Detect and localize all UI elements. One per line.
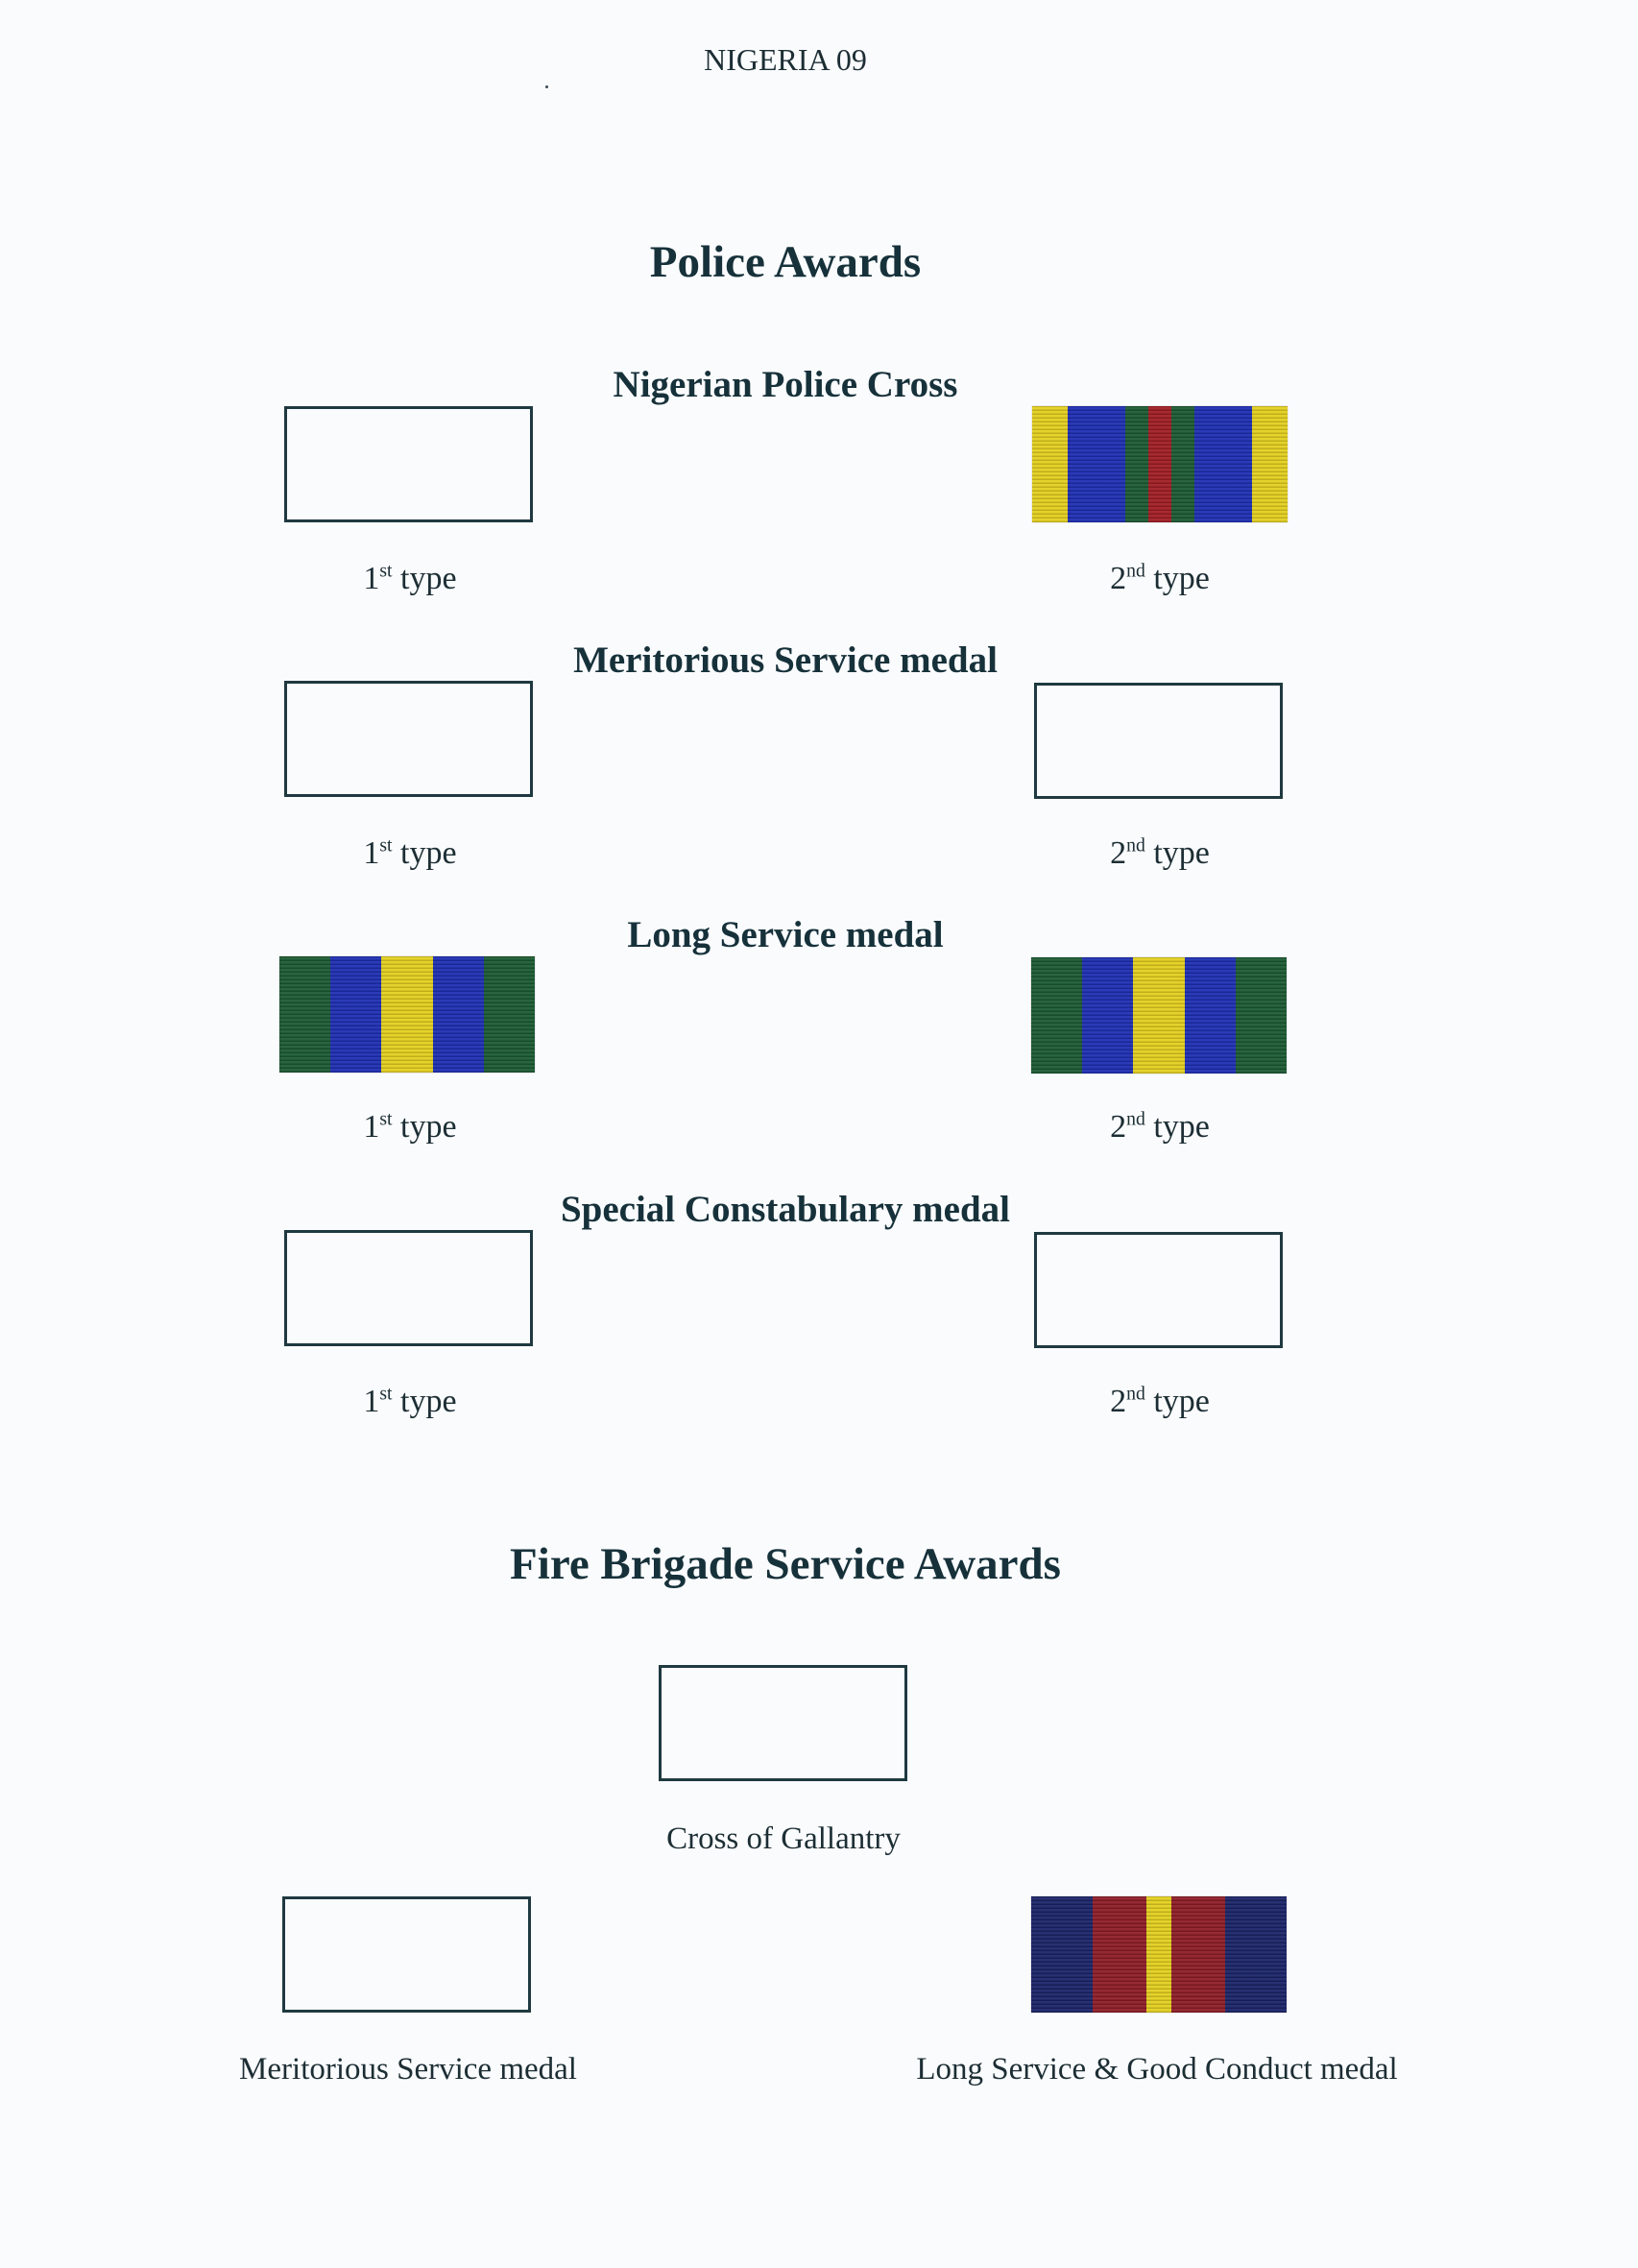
meritorious-1st-type-label: 1st type <box>363 834 457 871</box>
ribbon-stripe <box>1171 406 1195 522</box>
ribbon-stripe <box>1184 957 1236 1074</box>
police-cross-1st-type-label: 1st type <box>363 560 457 596</box>
cross-of-gallantry-caption: Cross of Gallantry <box>666 1822 901 1856</box>
ribbon-stripe <box>1235 957 1287 1074</box>
meritorious-2nd-type-label: 2nd type <box>1110 834 1210 871</box>
police-cross-title: Nigerian Police Cross <box>613 364 958 405</box>
ribbon-stripe <box>1031 1896 1093 2013</box>
police-cross-2nd-type-ribbon <box>1032 406 1288 522</box>
ribbon-stripe <box>1170 1896 1226 2013</box>
ribbon-stripe <box>1146 1896 1171 2013</box>
police-cross-2nd-type-label: 2nd type <box>1110 560 1210 596</box>
long-service-1st-type-ribbon <box>279 956 535 1073</box>
special-constabulary-1st-type-label: 1st type <box>363 1383 457 1419</box>
ribbon-stripe <box>1225 1896 1287 2013</box>
fire-long-service-caption: Long Service & Good Conduct medal <box>916 2052 1398 2087</box>
special-constabulary-2nd-type-label: 2nd type <box>1110 1383 1210 1419</box>
ribbon-stripe <box>1068 406 1125 522</box>
ribbon-stripe <box>1194 406 1252 522</box>
ribbon-stripe <box>1251 406 1288 522</box>
long-service-2nd-type-label: 2nd type <box>1110 1108 1210 1145</box>
long-service-1st-type-label: 1st type <box>363 1108 457 1145</box>
ribbon-stripe <box>381 956 433 1073</box>
meritorious-1st-type-ribbon-placeholder <box>284 681 533 797</box>
ribbon-stripe <box>1147 406 1172 522</box>
ribbon-stripe <box>1092 1896 1147 2013</box>
long-service-2nd-type-ribbon <box>1031 957 1287 1074</box>
page-reference: NIGERIA 09 <box>704 42 867 77</box>
meritorious-service-title: Meritorious Service medal <box>573 639 998 681</box>
scan-speck <box>545 85 548 88</box>
special-constabulary-1st-type-ribbon-placeholder <box>284 1230 533 1346</box>
ribbon-stripe <box>1124 406 1148 522</box>
ribbon-stripe <box>432 956 484 1073</box>
fire-meritorious-caption: Meritorious Service medal <box>239 2052 577 2087</box>
meritorious-2nd-type-ribbon-placeholder <box>1034 683 1283 799</box>
ribbon-stripe <box>1082 957 1134 1074</box>
long-service-title: Long Service medal <box>627 914 944 955</box>
ribbon-stripe <box>1031 957 1083 1074</box>
ribbon-stripe <box>1133 957 1185 1074</box>
police-cross-1st-type-ribbon-placeholder <box>284 406 533 522</box>
cross-of-gallantry-ribbon-placeholder <box>659 1665 907 1781</box>
fire-brigade-awards-title: Fire Brigade Service Awards <box>510 1539 1061 1589</box>
special-constabulary-2nd-type-ribbon-placeholder <box>1034 1232 1283 1348</box>
ribbon-stripe <box>483 956 535 1073</box>
ribbon-stripe <box>1032 406 1069 522</box>
fire-meritorious-ribbon-placeholder <box>282 1896 531 2013</box>
ribbon-stripe <box>330 956 382 1073</box>
ribbon-stripe <box>279 956 331 1073</box>
fire-long-service-ribbon <box>1031 1896 1287 2013</box>
special-constabulary-title: Special Constabulary medal <box>560 1189 1011 1230</box>
police-awards-title: Police Awards <box>649 237 922 287</box>
